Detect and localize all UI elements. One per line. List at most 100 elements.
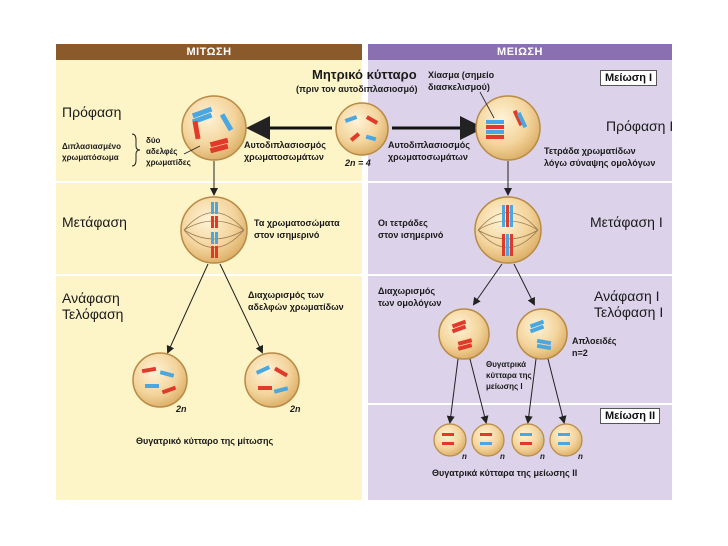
chromosome [209,137,229,148]
chromosome [510,234,513,256]
chromosome [558,433,570,436]
chromosome [365,115,379,125]
mitosis-daughters-label: Θυγατρικό κύτταρο της μίτωσης [136,436,274,446]
meiosis-telophase-label: Τελόφαση Ι [594,304,664,320]
mitosis-header: ΜΙΤΩΣΗ [56,44,362,60]
chromosome [520,442,532,445]
mitosis-daughter-ploidy-2: 2n [290,404,301,414]
meiosis2-daughter-cell [433,423,467,457]
doubled-chromosome-label-1: Διπλασιασμένο [62,142,121,151]
homolog-sep-label-2: των ομολόγων [378,298,442,308]
chromosome [145,384,159,388]
meiosis-anaphase-label: Ανάφαση Ι [594,288,660,304]
chromosome [344,115,358,123]
chromosome [211,246,214,258]
chromosome [529,319,545,329]
sister-chromatids-label-1: δύο [146,136,161,145]
sister-chromatids-label-2: αδελφές [146,147,178,156]
chromosome [451,324,467,334]
chromosome [211,216,214,228]
mother-cell-subtitle: (πριν τον αυτοδιπλασιοσμό) [296,84,418,94]
chromosome [486,130,504,134]
chromosome [161,385,177,395]
chromosome [457,343,473,351]
chromosome [457,338,473,346]
meiosis-prophase-label: Πρόφαση Ι [606,118,674,134]
chromosome [486,125,504,129]
tetrad-label-1: Τετράδα χρωματίδων [544,146,636,156]
meiosis1-daughter-cell [516,308,568,360]
meiosis1-label: Μείωση Ι [600,70,658,86]
n-label: n [500,452,505,461]
mitosis-dup-label-1: Αυτοδιπλασιοσμός [244,140,326,150]
mitosis-dup-label-2: χρωματοσωμάτων [244,152,324,162]
arrow [524,358,537,424]
pointer-line [183,145,201,155]
chromosome [486,120,504,124]
chromosome [215,202,218,214]
chromosome [502,234,505,256]
meiosis-header: ΜΕΙΩΣΗ [368,44,672,60]
meiosis1-daughters-label-2: κύτταρα της [486,371,532,380]
meiosis2-daughter-cell [471,423,505,457]
chromosome [273,366,289,378]
chromosome [512,109,524,127]
haploid-label-1: Απλοειδές [572,336,617,346]
arrow [219,263,264,354]
crossover-label-2: διασκελισμού) [428,82,490,92]
chromosome [480,433,492,436]
mitosis-meta-desc-1: Τα χρωματοσώματα [254,218,340,228]
arrow [547,358,567,424]
chromosome [486,135,504,139]
bracket [131,133,141,167]
n-label: n [578,452,583,461]
meiosis-dup-label-1: Αυτοδιπλασιοσμός [388,140,470,150]
chromosome [273,386,289,394]
meiosis-metaphase-label: Μετάφαση Ι [590,214,663,230]
chromosome [365,134,377,142]
mitosis-anaphase-label: Ανάφαση [62,290,120,306]
meiosis1-daughters-label-1: Θυγατρικά [486,360,527,369]
pointer-line [479,91,495,119]
mitosis-daughter-cell [132,352,188,408]
meiosis-prophase-cell [475,95,541,161]
chromosome [258,386,272,390]
arrow [166,263,209,354]
arrow [513,263,535,306]
chromosome [141,366,157,374]
chromosome [191,106,213,119]
chromosome [255,365,271,375]
tetrads-label-2: στον ισημερινό [378,230,444,240]
homolog-sep-label-1: Διαχωρισμός [378,286,436,296]
chromosome [219,113,234,132]
chromosome [529,324,545,334]
arrow [469,358,489,424]
crossover-label-1: Χίασμα (σημείο [428,70,495,80]
chromosome [159,370,175,378]
chromosome [192,120,201,140]
mitosis-prophase-label: Πρόφαση [62,104,122,120]
mitosis-telophase-label: Τελόφαση [62,306,124,322]
mitosis-sep-label-1: Διαχωρισμός των [248,290,324,300]
chromosome [536,343,552,351]
chromosome [536,338,552,346]
n-label: n [540,452,545,461]
haploid-label-2: n=2 [572,348,588,358]
sister-chromatids-label-3: χρωματίδες [146,158,191,167]
arrow [472,263,503,306]
meiosis1-daughters-label-3: μείωσης Ι [486,382,523,391]
chromosome [558,442,570,445]
chromosome [510,205,513,227]
chromosome [480,442,492,445]
mitosis-daughter-cell [244,352,300,408]
chromosome [211,202,214,214]
chromosome [211,232,214,244]
meiosis2-label: Μείωση ΙΙ [600,408,661,424]
chromosome [215,232,218,244]
chromosome [451,319,467,329]
mitosis-daughter-ploidy: 2n [176,404,187,414]
chromosome [215,246,218,258]
chromosome [506,234,509,256]
meiosis2-daughters-label: Θυγατρικά κύτταρα της μείωσης ΙΙ [432,468,578,478]
tetrads-label-1: Οι τετράδες [378,218,428,228]
